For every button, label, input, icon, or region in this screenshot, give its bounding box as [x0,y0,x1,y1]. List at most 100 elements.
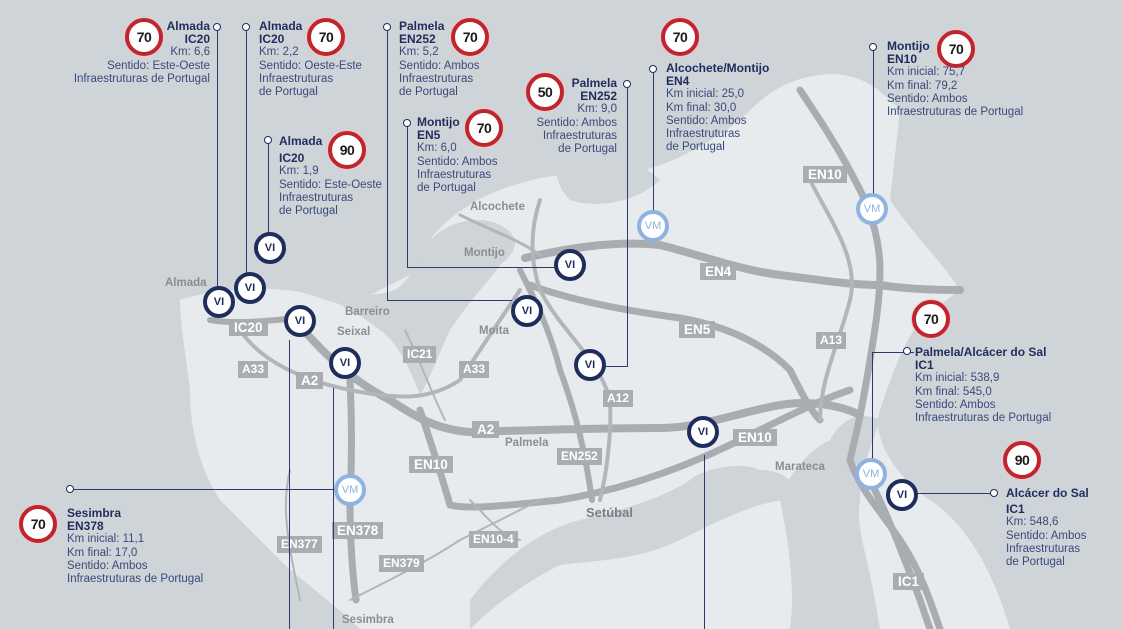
callout-palmela-en252-km9-0: Palmela EN252 Km: 9,0 Sentido: Ambos Inf… [536,76,617,156]
road-a2 [291,316,864,436]
speed-limit-sign-c5: 70 [465,109,503,147]
leader-line-c5-h [387,300,512,302]
speed-limit-sign-c3: 90 [328,131,366,169]
town-seixal: Seixal [337,326,371,338]
callout-anchor-c4 [383,23,391,31]
leader-line-c2 [246,28,248,293]
town-montijo: Montijo [464,247,505,259]
road-en377 [284,469,301,601]
vm-pin-en10-montijo[interactable]: VM [856,193,888,225]
leader-line-c3 [268,141,270,237]
callout-palmela-en252-km5-2: Palmela EN252 Km: 5,2 Sentido: Ambos Inf… [399,19,480,99]
road-label-en10-west: EN10 [409,456,453,473]
road-label-a12: A12 [603,390,634,407]
leader-line-c4-h [407,267,557,269]
callout-alcochete-montijo-en4: Alcochete/Montijo EN4 Km inicial: 25,0 K… [666,61,770,154]
speed-limit-sign-c6: 50 [526,73,564,111]
road-label-en10-north: EN10 [803,166,847,183]
callout-palmela-alcacer-ic1: Palmela/Alcácer do Sal IC1 Km inicial: 5… [915,345,1052,425]
callout-anchor-c1 [213,23,221,31]
callout-anchor-c6 [623,80,631,88]
vi-pin-palmela-en252-2[interactable]: VI [574,349,606,381]
road-a13 [808,178,854,422]
road-label-en379: EN379 [379,555,424,572]
town-almada: Almada [165,277,207,289]
road-label-en378: EN378 [332,522,384,539]
water-sado-estuary [470,465,793,629]
leader-line-vi-a2b-south [333,388,335,629]
callout-alcacer-do-sal-ic1: Alcácer do Sal IC1 Km: 548,6 Sentido: Am… [1006,486,1089,569]
callout-anchor-c7 [649,65,657,73]
callout-anchor-c10 [990,489,998,497]
callout-almada-ic20-km2-2: Almada IC20 Km: 2,2 Sentido: Oeste-Este … [259,19,362,99]
vi-pin-en10[interactable]: VI [687,416,719,448]
vm-pin-ic1[interactable]: VM [855,458,887,490]
vi-pin-a2-2[interactable]: VI [329,347,361,379]
vi-pin-montijo-en5[interactable]: VI [554,249,586,281]
leader-line-vi-a2-south [289,340,291,629]
callout-anchor-c3 [264,136,272,144]
road-ic1 [866,476,934,629]
road-label-a2-west: A2 [296,372,324,389]
road-label-en5: EN5 [679,321,716,338]
leader-line-c8 [873,48,875,198]
vm-pin-en4[interactable]: VM [637,210,669,242]
leader-line-c6-h [604,366,628,368]
town-moita: Moita [479,325,510,337]
callout-montijo-en5: Montijo EN5 Km: 6,0 Sentido: Ambos Infra… [417,115,498,195]
town-sesimbra: Sesimbra [342,614,394,626]
road-label-a33-west: A33 [238,361,269,378]
leader-line-c6-v [627,85,629,367]
vi-pin-palmela-en252-1[interactable]: VI [511,295,543,327]
town-setubal: Setúbal [586,505,633,520]
callout-anchor-c8 [869,43,877,51]
speed-limit-sign-c4: 70 [451,18,489,56]
leader-line-c9-v [872,352,874,462]
leader-line-c7 [653,70,655,215]
callout-anchor-c9 [903,347,911,355]
road-ic21 [404,329,446,421]
road-label-ic1: IC1 [893,573,925,590]
vi-pin-a2-1[interactable]: VI [284,305,316,337]
road-label-ic20: IC20 [229,319,268,336]
leader-line-c9-h [872,352,914,354]
callout-sesimbra-en378: Sesimbra EN378 Km inicial: 11,1 Km final… [67,506,204,586]
callout-montijo-en10: Montijo EN10 Km inicial: 75,7 Km final: … [887,39,1024,119]
speed-limit-sign-c11: 70 [19,505,57,543]
speed-limit-sign-c9: 70 [912,300,950,338]
water-north-bay [555,150,660,204]
speed-limit-sign-c2: 70 [307,18,345,56]
leader-line-vi-en10-south [704,455,706,629]
road-label-a13: A13 [816,332,847,349]
road-en379 [349,499,541,601]
road-a33 [238,288,522,399]
speed-limit-sign-c7: 70 [661,18,699,56]
callout-anchor-c5 [403,119,411,127]
callout-anchor-c11 [66,485,74,493]
road-label-a2-east: A2 [472,421,500,438]
road-label-en252: EN252 [557,448,602,465]
vm-pin-en378[interactable]: VM [334,474,366,506]
road-label-en377: EN377 [277,536,322,553]
leader-line-c1 [217,28,219,308]
vi-pin-alcacer-ic1[interactable]: VI [886,479,918,511]
road-label-a33-east: A33 [459,361,490,378]
town-barreiro: Barreiro [345,306,390,318]
vi-pin-almada-3[interactable]: VI [254,232,286,264]
vi-pin-almada-1[interactable]: VI [203,286,235,318]
vi-pin-almada-2[interactable]: VI [234,272,266,304]
callout-almada-ic20-km1-9: Almada IC20 Km: 1,9 Sentido: Este-Oeste … [279,134,382,218]
road-en10 [416,386,854,511]
leader-line-c5-v [407,124,409,268]
road-en4 [521,239,964,294]
leader-line-c10 [916,493,992,495]
speed-limit-sign-c1: 70 [125,18,163,56]
town-marateca: Marateca [775,461,825,473]
speed-limit-sign-c10: 90 [1003,441,1041,479]
callout-anchor-c2 [242,23,250,31]
leader-line-c11 [72,489,340,491]
water-tejo-estuary [300,220,515,395]
road-label-ic21: IC21 [403,346,437,363]
road-label-en10-4: EN10-4 [469,531,518,548]
town-alcochete: Alcochete [470,201,525,213]
